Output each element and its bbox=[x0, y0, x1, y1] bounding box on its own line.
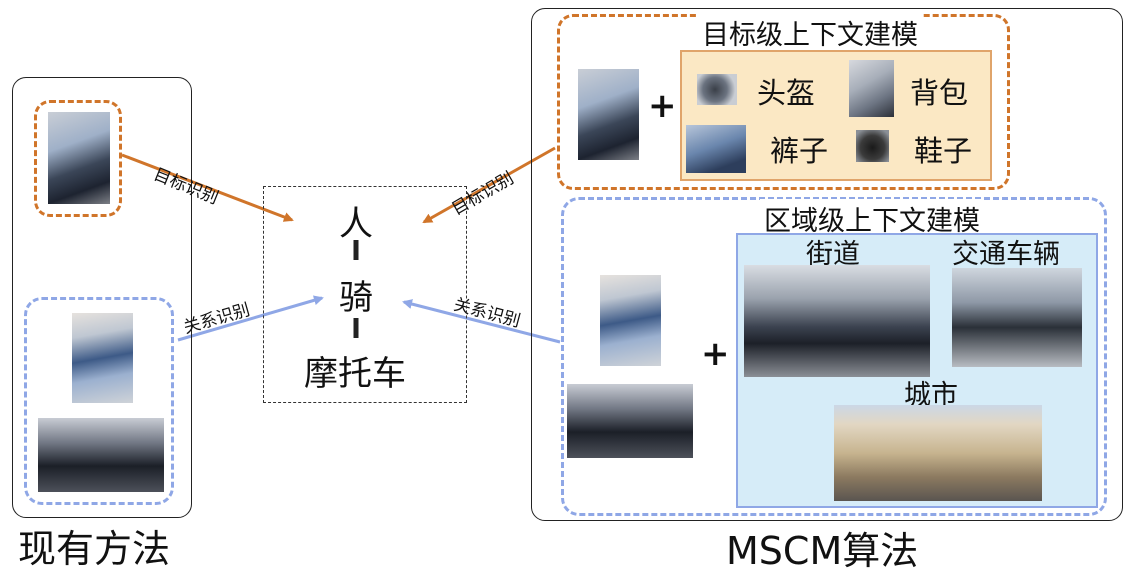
region-level-box bbox=[561, 197, 1107, 516]
helmet-image bbox=[697, 74, 737, 105]
existing-methods-panel bbox=[12, 77, 192, 518]
region-level-title: 区域级上下文建模 bbox=[760, 199, 984, 238]
existing-object-box bbox=[34, 100, 122, 217]
shoes-label: 鞋子 bbox=[914, 134, 973, 168]
backpack-label: 背包 bbox=[910, 76, 969, 110]
existing-person-image bbox=[72, 313, 133, 403]
existing-relation-box bbox=[24, 297, 174, 505]
helmet-label: 头盔 bbox=[757, 76, 816, 110]
mscm-panel bbox=[531, 8, 1123, 521]
object-query-image bbox=[578, 69, 639, 160]
traffic-image bbox=[952, 268, 1082, 367]
existing-motorcycle-image bbox=[38, 418, 164, 492]
arrow-object-right bbox=[422, 146, 556, 224]
street-label: 街道 bbox=[806, 239, 860, 270]
arrow-relation-left bbox=[177, 295, 324, 342]
plus-sign: + bbox=[648, 86, 677, 126]
existing-methods-caption: 现有方法 bbox=[18, 527, 171, 571]
backpack-image bbox=[849, 60, 894, 117]
mscm-caption: MSCM算法 bbox=[726, 529, 919, 573]
city-image bbox=[834, 405, 1042, 501]
pants-image bbox=[686, 125, 746, 173]
result-person: 人 bbox=[339, 204, 373, 244]
object-level-title: 目标级上下文建模 bbox=[698, 13, 922, 52]
street-image bbox=[744, 265, 930, 377]
result-relation: 骑 bbox=[339, 278, 373, 318]
pants-label: 裤子 bbox=[770, 134, 829, 168]
arrow-relation-right bbox=[402, 299, 561, 344]
existing-object-image bbox=[48, 112, 110, 204]
result-motorcycle: 摩托车 bbox=[304, 354, 406, 394]
region-motorcycle-image bbox=[567, 384, 693, 458]
plus-sign-region: + bbox=[701, 334, 730, 374]
traffic-label: 交通车辆 bbox=[952, 239, 1060, 270]
region-person-image bbox=[600, 275, 661, 366]
shoes-image bbox=[856, 130, 889, 162]
result-box bbox=[263, 186, 467, 403]
